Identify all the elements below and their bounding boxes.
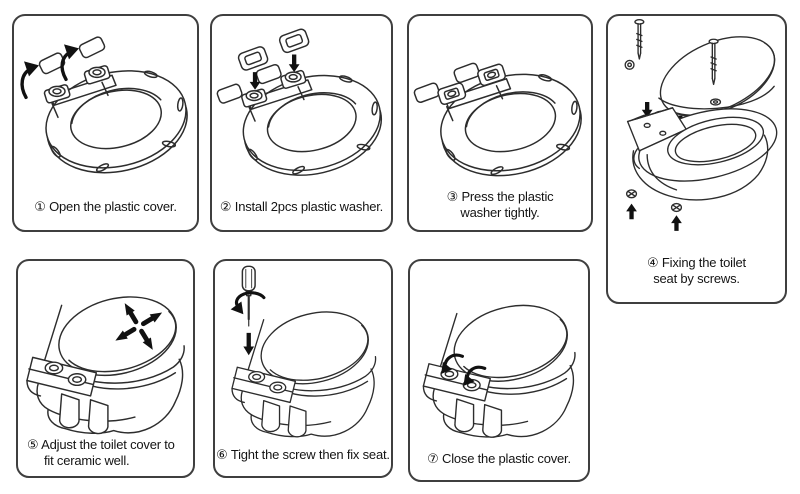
screwdriver-icon	[241, 265, 256, 327]
screw-icon	[634, 19, 645, 60]
down-arrow-icon	[249, 54, 300, 90]
step-text: Tight the screw then fix seat.	[230, 446, 390, 462]
step-number-badge: ④	[647, 255, 659, 271]
step-panel-5: ⑤ Adjust the toilet cover to fit ceramic…	[16, 259, 195, 478]
step-3-illustration	[413, 62, 582, 177]
step-caption: ⑥ Tight the screw then fix seat.	[215, 447, 391, 462]
down-arrow-icon	[243, 332, 255, 356]
step-panel-6: ⑥ Tight the screw then fix seat.	[213, 259, 393, 478]
step-caption: ④ Fixing the toilet seat by screws.	[608, 255, 785, 286]
step-text-line2: fit ceramic well.	[44, 452, 130, 468]
ceramic-bowl	[626, 107, 778, 201]
installed-washer-icon	[437, 63, 507, 105]
step-panel-2: ② Install 2pcs plastic washer.	[210, 14, 393, 232]
rotate-arrow-icon	[230, 291, 266, 315]
step-number-badge: ①	[34, 198, 46, 214]
open-cover-pads	[413, 62, 480, 103]
step-1-illustration	[20, 36, 188, 174]
flip-open-arrow-icon	[20, 44, 79, 100]
step-6-illustration	[230, 265, 377, 438]
step-text: Press the plastic	[461, 189, 554, 205]
close-cover-arrow-icon	[441, 353, 487, 387]
step-caption: ⑤ Adjust the toilet cover to fit ceramic…	[18, 437, 193, 468]
fixing-nut-icon	[625, 189, 683, 213]
step-text: Adjust the toilet cover to	[41, 437, 175, 453]
up-arrow-icon	[626, 203, 682, 231]
step-panel-7: ⑦ Close the plastic cover.	[408, 259, 590, 482]
step-caption: ⑦ Close the plastic cover.	[410, 451, 588, 466]
step-number-badge: ⑤	[27, 437, 39, 453]
step-number-badge: ⑦	[427, 450, 439, 466]
step-caption: ③ Press the plastic washer tightly.	[409, 189, 591, 220]
step-number-badge: ⑥	[216, 446, 228, 462]
step-panel-4: ④ Fixing the toilet seat by screws.	[606, 14, 787, 304]
step-text: Install 2pcs plastic washer.	[234, 198, 384, 214]
plastic-washer-icon	[237, 28, 310, 71]
step-text: Fixing the toilet	[661, 255, 746, 271]
four-way-adjust-arrow-icon	[115, 303, 163, 350]
step-4-illustration	[624, 19, 778, 231]
step-number-badge: ③	[446, 189, 459, 205]
step-caption: ② Install 2pcs plastic washer.	[212, 199, 391, 214]
washer-icon	[709, 98, 722, 106]
screw-icon	[708, 38, 719, 86]
step-text: Open the plastic cover.	[49, 198, 177, 214]
step-panel-3: ③ Press the plastic washer tightly.	[407, 14, 593, 232]
open-cover-pads	[216, 63, 282, 104]
step-number-badge: ②	[219, 198, 232, 214]
step-2-illustration	[216, 28, 383, 176]
step-panel-1: ① Open the plastic cover.	[12, 14, 199, 232]
washer-icon	[624, 59, 635, 70]
step-text-line2: seat by screws.	[653, 270, 740, 286]
step-5-illustration	[26, 296, 185, 435]
step-7-illustration	[422, 304, 576, 438]
step-text: Close the plastic cover.	[442, 450, 571, 466]
step-caption: ① Open the plastic cover.	[14, 199, 197, 214]
step-text-line2: washer tightly.	[460, 204, 540, 220]
